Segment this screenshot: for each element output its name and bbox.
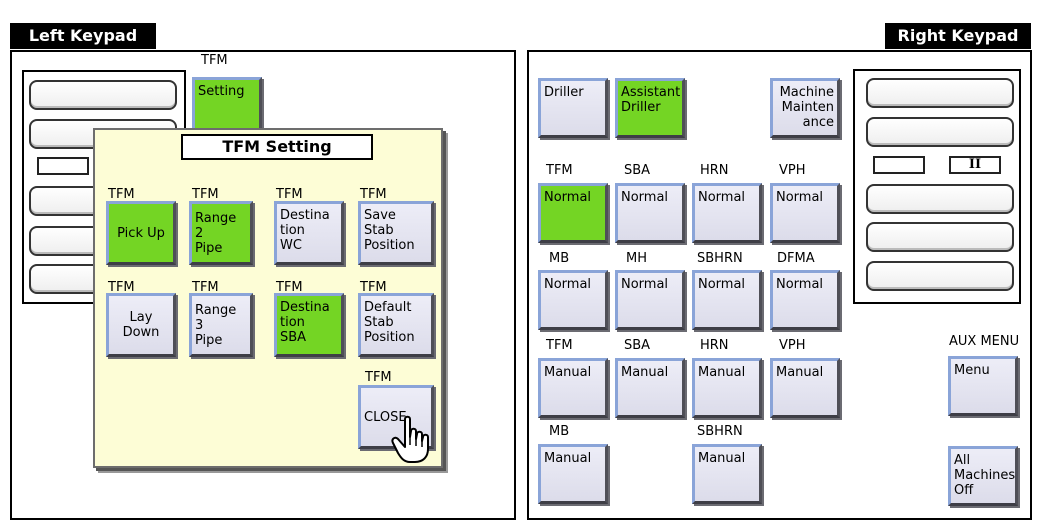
range-3-pipe-button[interactable]: Range 3 Pipe	[189, 293, 253, 357]
right-slot-4[interactable]	[866, 222, 1014, 252]
lay-down-button[interactable]: Lay Down	[106, 293, 176, 357]
right-keypad-title: Right Keypad	[885, 23, 1031, 49]
right-slot-5[interactable]	[866, 261, 1014, 291]
left-keypad-title: Left Keypad	[10, 23, 156, 49]
mb-manual-button[interactable]: Manual	[538, 444, 608, 504]
row4-caption-1: MB	[549, 424, 570, 439]
setting-caption: TFM	[201, 53, 228, 68]
vph-normal-button[interactable]: Normal	[770, 183, 840, 243]
row2-caption-1: MB	[549, 251, 570, 266]
popup-btn-7-caption: TFM	[276, 280, 303, 295]
sbhrn-manual-button[interactable]: Manual	[692, 444, 762, 504]
row2-caption-3: SBHRN	[697, 251, 743, 266]
assistant-driller-button[interactable]: Assistant Driller	[615, 78, 685, 138]
close-button[interactable]: CLOSE	[358, 385, 434, 449]
aux-menu-caption: AUX MENU	[949, 334, 1020, 349]
sba-normal-button[interactable]: Normal	[615, 183, 685, 243]
row3-caption-4: VPH	[779, 338, 806, 353]
right-slot-2[interactable]	[866, 117, 1014, 147]
save-stab-position-button[interactable]: Save Stab Position	[358, 201, 434, 265]
row3-caption-3: HRN	[700, 338, 729, 353]
dfma-normal-button[interactable]: Normal	[770, 270, 840, 330]
row1-caption-1: TFM	[546, 163, 573, 178]
row1-caption-3: HRN	[700, 163, 729, 178]
close-caption: TFM	[365, 370, 392, 385]
all-machines-off-button[interactable]: All Machines Off	[948, 446, 1018, 506]
row1-caption-4: VPH	[779, 163, 806, 178]
sba-manual-button[interactable]: Manual	[615, 358, 685, 418]
right-small-key[interactable]	[873, 156, 925, 174]
row3-caption-2: SBA	[624, 338, 651, 353]
tfm-normal-button[interactable]: Normal	[538, 183, 608, 243]
popup-btn-1-caption: TFM	[108, 187, 135, 202]
row3-caption-1: TFM	[546, 338, 573, 353]
destination-sba-button[interactable]: Destina tion SBA	[274, 293, 344, 357]
setting-button[interactable]: Setting	[192, 77, 262, 137]
row4-caption-2: SBHRN	[697, 424, 743, 439]
row2-caption-4: DFMA	[777, 251, 815, 266]
popup-btn-5-caption: TFM	[108, 280, 135, 295]
machine-maintenance-button[interactable]: Machine Mainten ance	[770, 78, 840, 138]
popup-btn-8-caption: TFM	[360, 280, 387, 295]
row2-caption-2: MH	[626, 251, 647, 266]
vph-manual-button[interactable]: Manual	[770, 358, 840, 418]
left-small-key[interactable]	[37, 157, 89, 175]
popup-btn-6-caption: TFM	[192, 280, 219, 295]
popup-btn-4-caption: TFM	[360, 187, 387, 202]
mh-normal-button[interactable]: Normal	[615, 270, 685, 330]
hrn-manual-button[interactable]: Manual	[692, 358, 762, 418]
tfm-manual-button[interactable]: Manual	[538, 358, 608, 418]
right-slot-3[interactable]	[866, 184, 1014, 214]
sbhrn-normal-button[interactable]: Normal	[692, 270, 762, 330]
driller-button[interactable]: Driller	[538, 78, 608, 138]
right-slot-1[interactable]	[866, 78, 1014, 108]
pause-key[interactable]: II	[949, 156, 1001, 174]
row1-caption-2: SBA	[624, 163, 651, 178]
popup-title: TFM Setting	[181, 134, 373, 160]
destination-wc-button[interactable]: Destina tion WC	[274, 201, 344, 265]
left-slot-1[interactable]	[29, 80, 177, 110]
mb-normal-button[interactable]: Normal	[538, 270, 608, 330]
range-2-pipe-button[interactable]: Range 2 Pipe	[189, 201, 253, 265]
default-stab-position-button[interactable]: Default Stab Position	[358, 293, 434, 357]
tfm-setting-popup: TFM Setting TFM Pick Up TFM Range 2 Pipe…	[93, 128, 443, 468]
popup-btn-2-caption: TFM	[192, 187, 219, 202]
pick-up-button[interactable]: Pick Up	[106, 201, 176, 265]
hrn-normal-button[interactable]: Normal	[692, 183, 762, 243]
popup-btn-3-caption: TFM	[276, 187, 303, 202]
menu-button[interactable]: Menu	[948, 356, 1018, 416]
hand-pointer-icon	[391, 415, 429, 463]
